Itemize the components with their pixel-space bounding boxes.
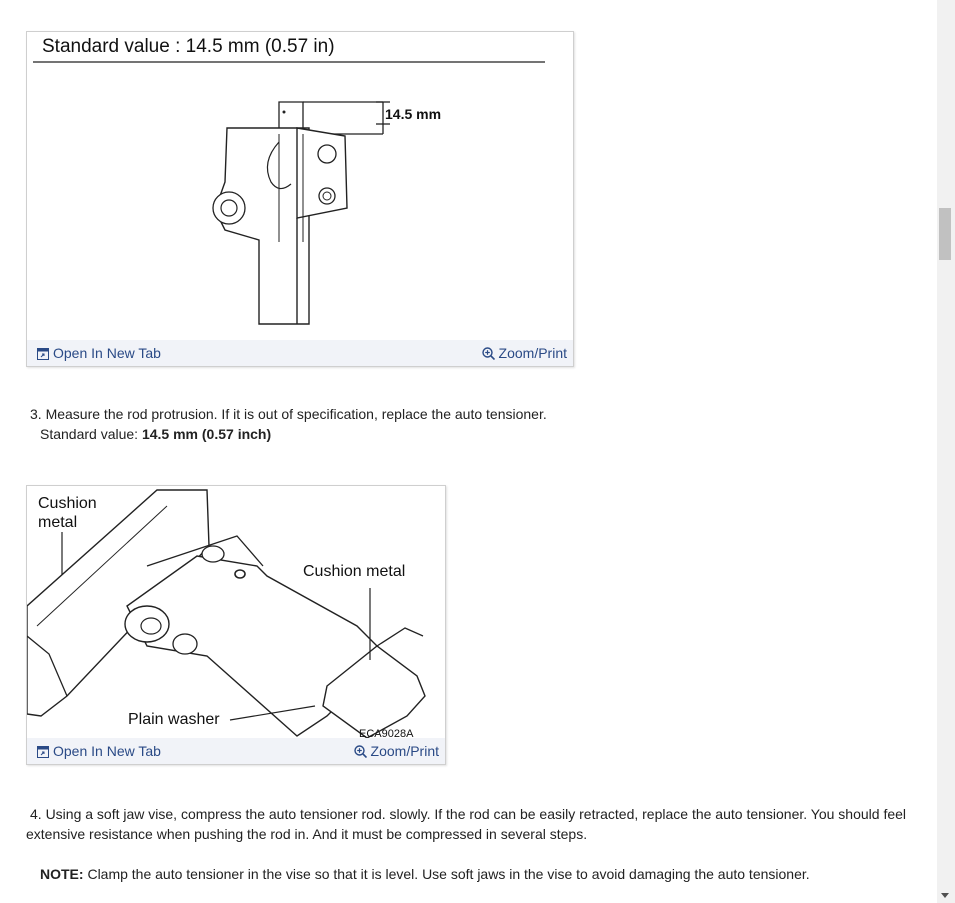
zoom-print-label: Zoom/Print [498, 345, 567, 361]
step-4-text: 4. Using a soft jaw vise, compress the a… [26, 804, 931, 844]
figure-footer: Open In New Tab Zoom/Print [27, 340, 573, 366]
standard-value-bold: 14.5 mm (0.57 inch) [141, 426, 272, 442]
step-3-text: 3. Measure the rod protrusion. If it is … [30, 404, 910, 444]
zoom-print-link[interactable]: Zoom/Print [481, 345, 567, 361]
open-in-new-tab-link[interactable]: Open In New Tab [37, 743, 161, 759]
open-in-new-tab-link[interactable]: Open In New Tab [37, 345, 161, 361]
label-cushion-left-1: Cushion [38, 495, 97, 512]
open-new-tab-icon [37, 348, 49, 360]
figure-cushion-metal: Cushion metal Cushion metal Plain washer… [26, 485, 446, 765]
figure-code: ECA9028A [359, 728, 414, 738]
cushion-metal-diagram: Cushion metal Cushion metal Plain washer… [27, 489, 426, 738]
dimension-label: 14.5 mm [385, 106, 441, 122]
scrollbar-thumb[interactable] [939, 208, 951, 260]
rod-protrusion-diagram: Standard value : 14.5 mm (0.57 in) 14.5 … [33, 36, 545, 325]
note-text: NOTE: Clamp the auto tensioner in the vi… [40, 864, 920, 884]
figure-rod-protrusion: Standard value : 14.5 mm (0.57 in) 14.5 … [26, 31, 574, 367]
zoom-in-icon [353, 745, 367, 759]
zoom-in-icon [481, 347, 495, 361]
zoom-print-label: Zoom/Print [370, 743, 439, 759]
label-cushion-right: Cushion metal [303, 563, 405, 580]
open-new-tab-icon [37, 746, 49, 758]
label-plain-washer: Plain washer [128, 711, 220, 728]
step-4-line-1: 4. Using a soft jaw vise, compress the a… [30, 806, 907, 822]
step-3-line: 3. Measure the rod protrusion. If it is … [30, 406, 547, 422]
figure-footer: Open In New Tab Zoom/Print [27, 738, 445, 764]
step-4-line-2: extensive resistance when pushing the ro… [26, 826, 588, 842]
label-cushion-left-2: metal [38, 514, 77, 531]
note-body: Clamp the auto tensioner in the vise so … [83, 866, 810, 882]
standard-value-line: Standard value: 14.5 mm (0.57 inch) [30, 424, 910, 444]
open-in-new-tab-label: Open In New Tab [53, 345, 161, 361]
standard-value-label: Standard value: [40, 426, 142, 442]
figure-header-text: Standard value : 14.5 mm (0.57 in) [42, 36, 335, 57]
zoom-print-link[interactable]: Zoom/Print [353, 743, 439, 759]
note-label: NOTE: [40, 866, 84, 882]
vertical-scrollbar[interactable] [937, 0, 955, 903]
open-in-new-tab-label: Open In New Tab [53, 743, 161, 759]
scroll-down-arrow-icon[interactable] [941, 893, 949, 898]
